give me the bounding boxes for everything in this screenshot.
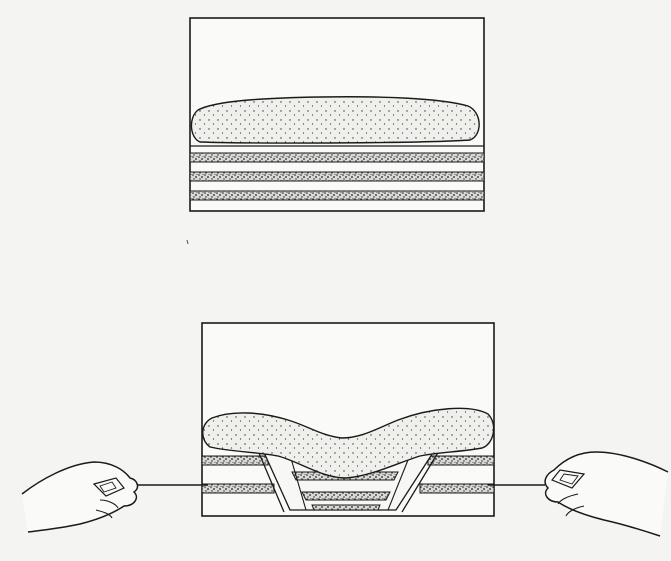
panel-before — [190, 18, 484, 211]
left-hand — [22, 462, 137, 532]
panel-before-sand-layer-3 — [190, 191, 484, 200]
right-hand — [545, 452, 668, 536]
graben-sand-layer-3 — [312, 505, 380, 510]
left-hand-outline — [22, 462, 137, 532]
panel-before-sand-layer-2 — [190, 172, 484, 181]
panel-before-clay-mound — [191, 97, 479, 143]
right-hand-outline — [545, 452, 668, 536]
graben-sand-layer-2 — [302, 492, 390, 500]
panel-after-left-sand-layer-2 — [202, 484, 274, 493]
panel-before-sand-layer-1 — [190, 153, 484, 162]
panel-after-right-sand-layer-2 — [420, 484, 494, 493]
scan-mark — [187, 240, 188, 244]
panel-after — [138, 323, 545, 516]
panel-after-right-sand-layer-1 — [428, 456, 494, 465]
panel-after-left-sand-layer-1 — [202, 456, 268, 465]
